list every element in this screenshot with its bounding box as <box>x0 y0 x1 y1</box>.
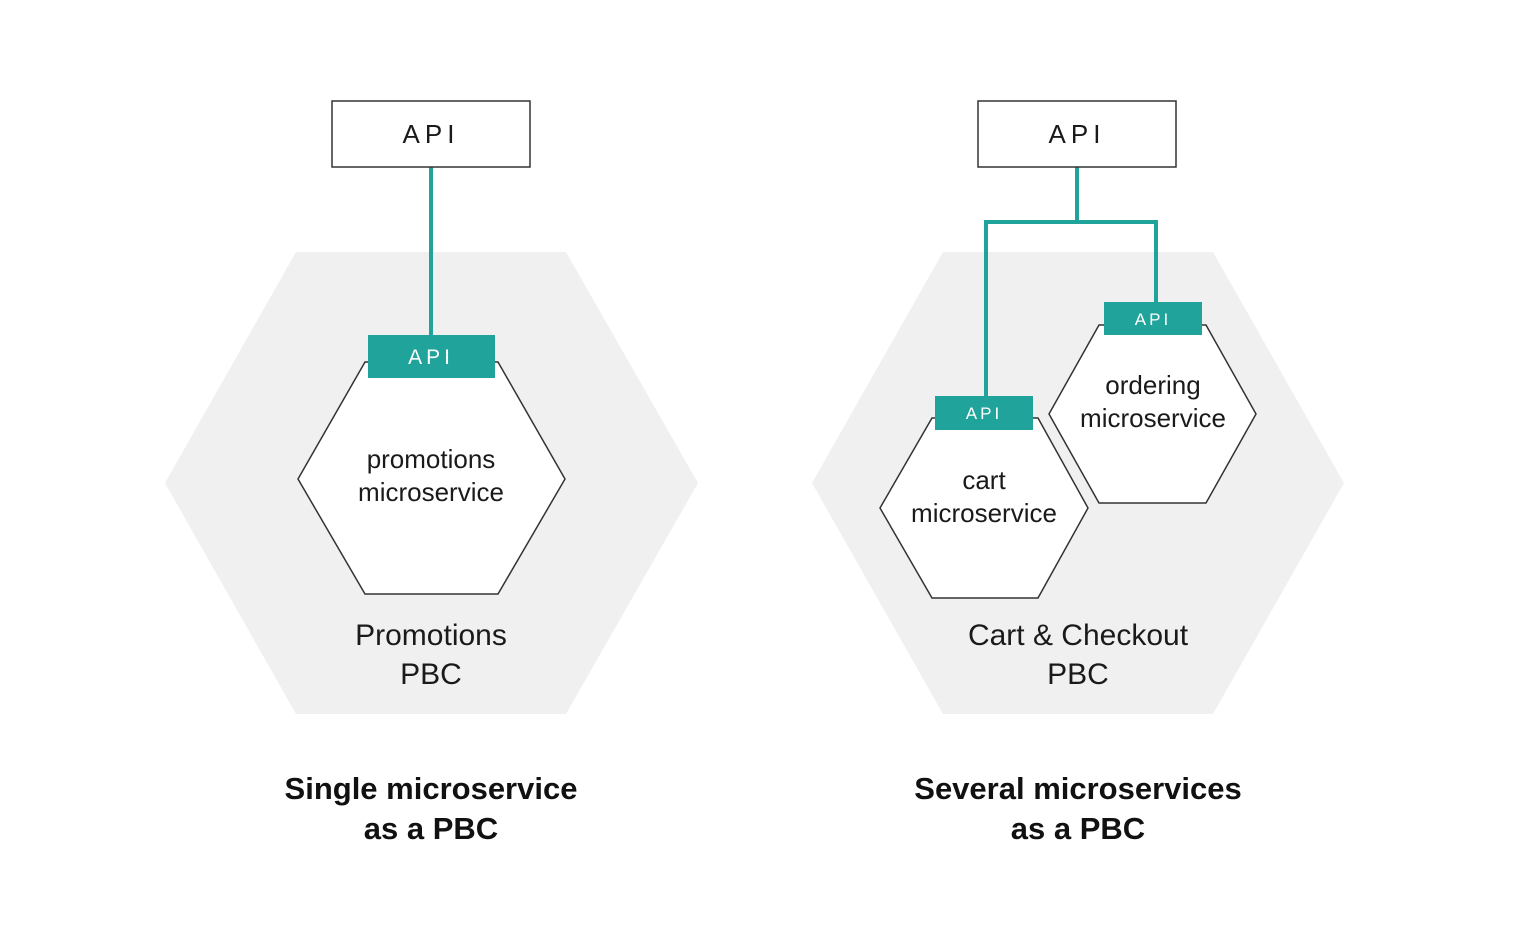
promotions-microservice-hexagon <box>297 361 566 595</box>
pbc-name-line2: PBC <box>1047 658 1109 691</box>
cart-api-tag <box>935 396 1033 430</box>
ordering-name-line2: microservice <box>1080 403 1226 433</box>
top-api-box <box>331 100 531 168</box>
service-name-line1: promotions <box>367 444 496 474</box>
caption-line1: Single microservice <box>285 771 578 806</box>
service-api-tag <box>368 335 495 378</box>
caption-line2: as a PBC <box>364 811 498 846</box>
cart-microservice-hexagon <box>879 417 1089 599</box>
top-api-label: API <box>403 119 460 149</box>
pbc-name-line1: Promotions <box>355 619 507 652</box>
pbc-name-line2: PBC <box>400 658 462 691</box>
service-api-label: API <box>408 346 454 369</box>
top-api-box <box>977 100 1177 168</box>
connector-branch <box>984 220 1158 398</box>
ordering-name-line1: ordering <box>1105 370 1200 400</box>
cart-api-label: API <box>966 404 1002 423</box>
caption-line2: as a PBC <box>1011 811 1145 846</box>
service-name-line2: microservice <box>358 477 504 507</box>
caption-line1: Several microservices <box>914 771 1241 806</box>
ordering-microservice-hexagon <box>1048 324 1257 504</box>
cart-name-line2: microservice <box>911 498 1057 528</box>
cart-name-line1: cart <box>962 465 1006 495</box>
ordering-api-label: API <box>1135 310 1171 329</box>
top-api-label: API <box>1049 119 1106 149</box>
ordering-api-tag <box>1104 302 1202 335</box>
single-microservice-diagram: API API promotions microservice Promotio… <box>165 100 698 846</box>
several-microservices-diagram: API API ordering microservice API cart m… <box>812 100 1344 846</box>
pbc-name-line1: Cart & Checkout <box>968 619 1189 652</box>
